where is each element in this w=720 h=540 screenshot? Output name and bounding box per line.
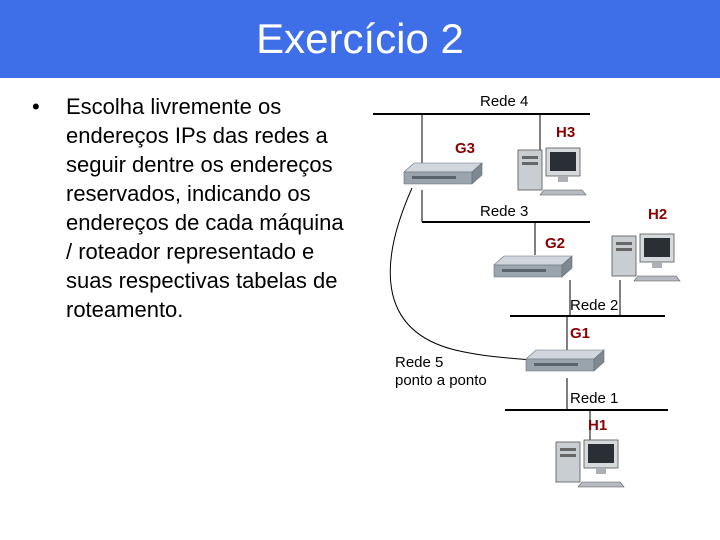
router-g3-icon <box>403 162 483 185</box>
g2-label: G2 <box>545 235 565 252</box>
rede5-label: Rede 5 <box>395 354 443 371</box>
bullet-item: • Escolha livremente os endereços IPs da… <box>28 92 348 324</box>
rede5-curve <box>389 187 531 361</box>
router-g2-icon <box>493 255 573 278</box>
bullet-text: Escolha livremente os endereços IPs das … <box>66 94 344 322</box>
h3-label: H3 <box>556 124 575 141</box>
g1-label: G1 <box>570 325 590 342</box>
bullet-marker: • <box>32 94 40 119</box>
h1-label: H1 <box>588 417 607 434</box>
rede1-label: Rede 1 <box>570 390 618 407</box>
computer-h1-icon <box>555 439 625 488</box>
rede3-label: Rede 3 <box>480 203 528 220</box>
slide-title: Exercício 2 <box>256 15 464 62</box>
rede4-label: Rede 4 <box>480 93 528 110</box>
g3-label: G3 <box>455 140 475 157</box>
rede5-sublabel: ponto a ponto <box>395 372 487 389</box>
router-g1-icon <box>525 349 605 372</box>
h2-label: H2 <box>648 206 667 223</box>
rede2-label: Rede 2 <box>570 297 618 314</box>
title-bar: Exercício 2 <box>0 0 720 78</box>
network-diagram: Rede 4 Rede 3 Rede 2 Rede 1 Rede 5 ponto… <box>373 93 681 488</box>
computer-h3-icon <box>517 147 587 196</box>
computer-h2-icon <box>611 233 681 282</box>
